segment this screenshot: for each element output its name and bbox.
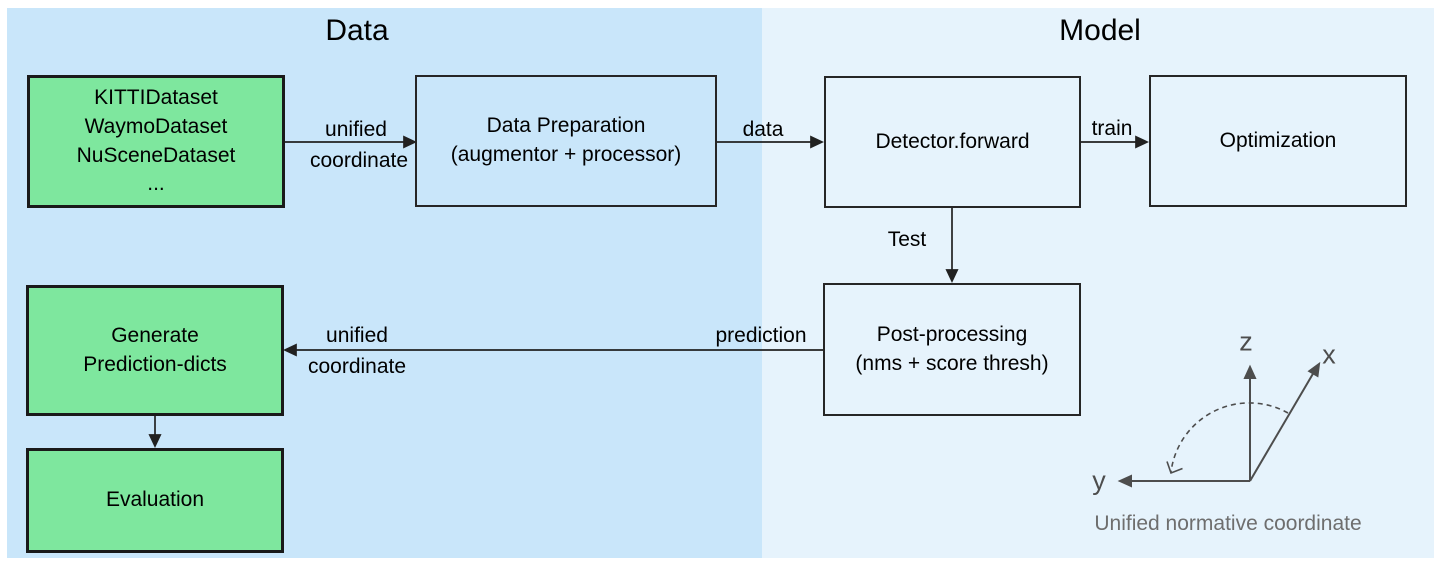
edge-label-test: Test	[887, 228, 927, 251]
evaluation-box: Evaluation	[26, 448, 284, 553]
post-processing-box: Post-processing (nms + score thresh)	[823, 283, 1081, 416]
edge-label-coordinate-bottom: coordinate	[307, 355, 407, 378]
model-panel-title: Model	[1059, 14, 1141, 47]
x-axis-label: x	[1322, 339, 1336, 370]
edge-label-coordinate-top: coordinate	[309, 149, 409, 172]
edge-label-unified-top: unified	[325, 118, 387, 141]
y-axis-label: y	[1092, 465, 1106, 496]
edge-label-prediction: prediction	[715, 324, 807, 347]
z-axis-label: z	[1239, 326, 1253, 357]
data-preparation-box: Data Preparation (augmentor + processor)	[415, 75, 717, 207]
data-panel-title: Data	[325, 14, 389, 47]
optimization-box: Optimization	[1149, 75, 1407, 207]
edge-label-unified-bottom: unified	[326, 324, 388, 347]
edge-label-train: train	[1091, 117, 1133, 140]
axes-caption: Unified normative coordinate	[1094, 512, 1362, 535]
generate-prediction-dicts-box: Generate Prediction-dicts	[26, 285, 284, 416]
datasets-box: KITTIDataset WaymoDataset NuSceneDataset…	[27, 75, 285, 208]
edge-label-data: data	[742, 118, 784, 141]
detector-forward-box: Detector.forward	[824, 76, 1081, 208]
